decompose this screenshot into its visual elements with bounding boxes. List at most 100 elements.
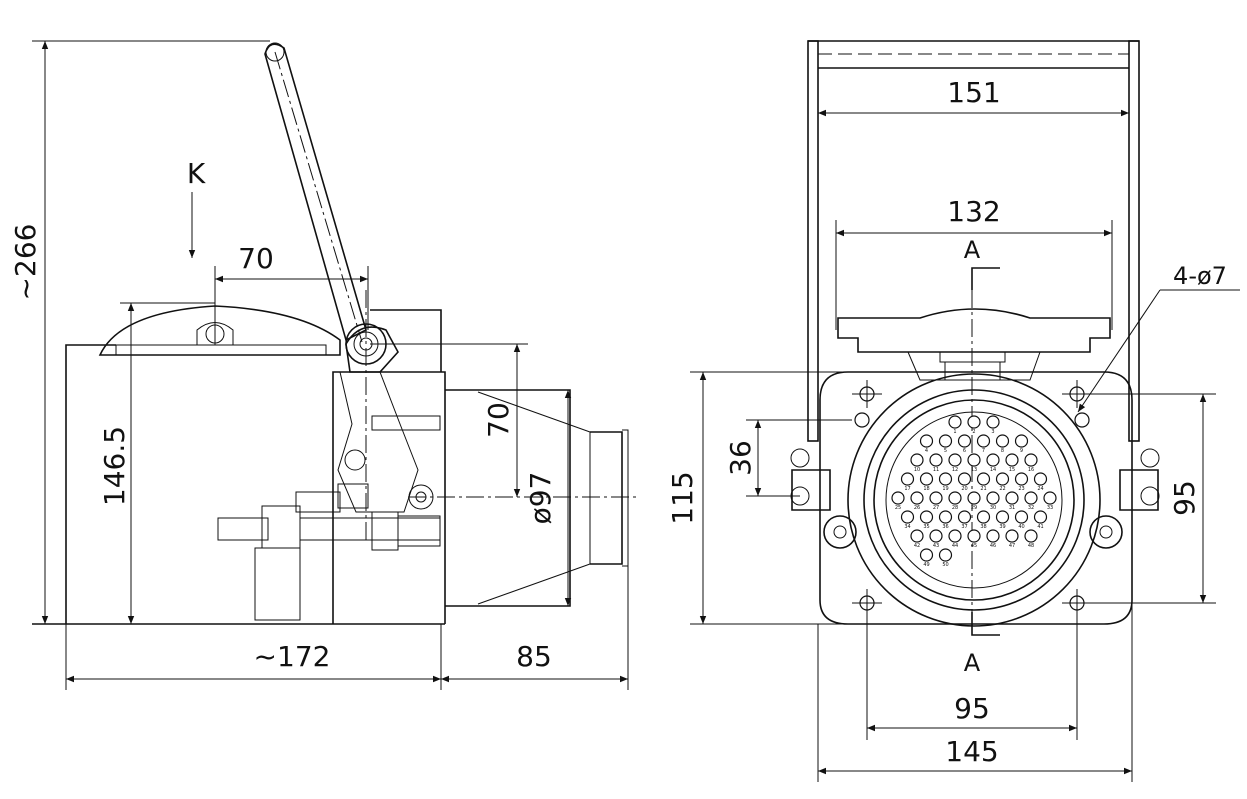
dim-nose-length: 85 <box>516 640 552 673</box>
pin-number: 31 <box>1009 505 1015 511</box>
pin-number: 25 <box>895 505 901 511</box>
pin-number: 35 <box>923 524 929 530</box>
pin-number: 3 <box>991 429 994 435</box>
view-arrow-label: K <box>187 157 206 190</box>
contact-pin <box>910 453 924 467</box>
dim-ear-spacing: 36 <box>724 440 757 476</box>
pin-number: 32 <box>1028 505 1034 511</box>
contact-pin <box>1014 472 1029 486</box>
pin-number: 48 <box>1028 543 1034 549</box>
pin-number: 23 <box>1018 486 1024 492</box>
dim-frame-width: 151 <box>947 76 1000 109</box>
lever <box>264 43 367 342</box>
contact-pin <box>986 529 1000 543</box>
contact-pin <box>1014 434 1029 448</box>
pin-number: 45 <box>971 543 977 549</box>
section-label-top: A <box>964 236 981 264</box>
pin-number: 6 <box>963 448 966 454</box>
front-lid <box>837 308 1111 353</box>
pin-number: 44 <box>952 543 958 549</box>
pin-number: 17 <box>904 486 910 492</box>
contact-pin <box>948 491 962 505</box>
side-view: ~266 146.5 70 K 70 ø97 ~172 85 <box>9 40 636 690</box>
dim-bore-diameter: ø97 <box>524 472 557 525</box>
connector-outer-ring <box>847 373 1101 627</box>
contact-pin <box>976 434 991 448</box>
contact-pin <box>1033 472 1048 486</box>
pin-number: 28 <box>952 505 958 511</box>
pin-number: 1 <box>953 429 956 435</box>
pin-number: 7 <box>982 448 985 454</box>
contact-pin <box>967 491 981 505</box>
pin-number: 14 <box>990 467 996 473</box>
contact-pin <box>976 510 991 524</box>
contact-pin <box>986 415 1000 429</box>
contact-pin <box>919 434 934 448</box>
dim-lid-width: 132 <box>947 195 1000 228</box>
contact-pin <box>995 434 1010 448</box>
dim-total-height: ~266 <box>9 224 42 301</box>
pin-number: 50 <box>942 562 948 568</box>
right-latch <box>1089 515 1123 549</box>
pin-number: 47 <box>1009 543 1015 549</box>
contact-pin <box>948 529 962 543</box>
contact-pin <box>891 491 905 505</box>
contact-pin <box>986 491 1000 505</box>
pin-number: 39 <box>999 524 1005 530</box>
dim-hole-spacing-vertical: 95 <box>1168 480 1201 516</box>
contact-pin <box>910 491 924 505</box>
contact-pin <box>919 510 934 524</box>
pin-number: 12 <box>952 467 958 473</box>
pin-number: 10 <box>914 467 920 473</box>
contact-pin <box>938 434 953 448</box>
dim-lever-offset: 70 <box>238 242 274 275</box>
pin-number: 22 <box>999 486 1005 492</box>
pin-number: 20 <box>961 486 967 492</box>
pin-number: 2 <box>972 429 975 435</box>
contact-pin <box>1033 510 1048 524</box>
pin-number: 34 <box>904 524 910 530</box>
mounting-flange <box>819 371 1133 625</box>
pin-number: 30 <box>990 505 996 511</box>
contact-pin <box>957 510 972 524</box>
contact-pin <box>1005 491 1019 505</box>
pin-number: 40 <box>1018 524 1024 530</box>
contact-pin <box>1005 529 1019 543</box>
pin-number: 9 <box>1020 448 1023 454</box>
contact-pin <box>1014 510 1029 524</box>
contact-pin <box>919 472 934 486</box>
contact-pin <box>967 529 981 543</box>
right-ear <box>1119 469 1159 511</box>
contact-pin <box>976 472 991 486</box>
contact-pin <box>910 529 924 543</box>
contact-pin <box>957 434 972 448</box>
pin-number: 8 <box>1001 448 1004 454</box>
pin-number: 36 <box>942 524 948 530</box>
pin-number: 24 <box>1037 486 1043 492</box>
left-latch <box>823 515 857 549</box>
contact-pin <box>938 510 953 524</box>
pin-number: 19 <box>942 486 948 492</box>
pin-number: 27 <box>933 505 939 511</box>
pin-number: 16 <box>1028 467 1034 473</box>
contact-pin <box>957 472 972 486</box>
dim-body-height: 146.5 <box>98 426 131 506</box>
pin-number: 21 <box>980 486 986 492</box>
mount-hole <box>854 412 870 428</box>
contact-pin <box>929 491 943 505</box>
pin-number: 41 <box>1037 524 1043 530</box>
pin-number: 11 <box>933 467 939 473</box>
contact-pin <box>929 453 943 467</box>
contact-pin <box>1043 491 1057 505</box>
pin-number: 4 <box>925 448 928 454</box>
section-label-bottom: A <box>964 649 981 677</box>
front-view: 151 132 A A 4-ø7 <box>666 40 1240 782</box>
pin-number: 15 <box>1009 467 1015 473</box>
lid <box>98 305 341 356</box>
dim-mount-holes: 4-ø7 <box>1173 262 1227 290</box>
frame-left <box>807 40 819 442</box>
contact-pin <box>995 510 1010 524</box>
pin-number: 29 <box>971 505 977 511</box>
pin-number: 13 <box>971 467 977 473</box>
pin-number: 46 <box>990 543 996 549</box>
